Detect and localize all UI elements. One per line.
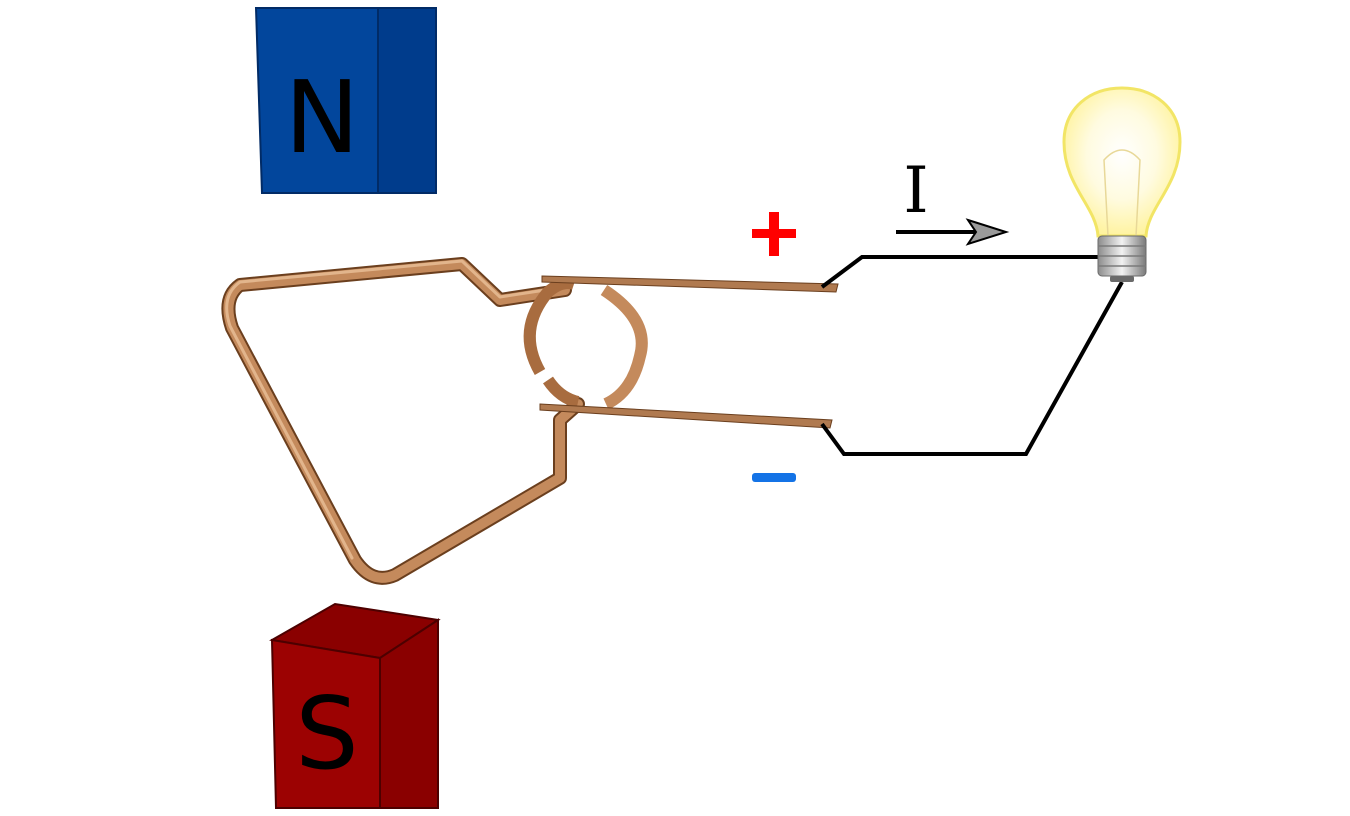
north-magnet: N <box>254 7 437 194</box>
commutator <box>523 277 648 410</box>
brush-leads <box>539 275 839 429</box>
commutator-lower-arc <box>543 376 580 408</box>
external-circuit <box>820 255 1124 456</box>
south-magnet-side-face <box>379 618 439 809</box>
south-magnet: S <box>269 602 441 809</box>
bulb-glass <box>1062 86 1182 238</box>
current-label: I <box>903 154 928 228</box>
coil-highlight <box>225 259 567 560</box>
north-pole-label: N <box>285 59 360 176</box>
top-brush <box>541 275 839 293</box>
south-pole-label: S <box>295 675 358 792</box>
north-magnet-side-face <box>377 7 437 194</box>
light-bulb-icon <box>1062 86 1182 282</box>
minus-icon <box>752 473 796 482</box>
armature-coil <box>221 257 585 585</box>
positive-wire <box>820 255 1100 289</box>
bulb-filament <box>1103 149 1141 237</box>
bottom-brush <box>539 403 833 429</box>
plus-icon <box>752 212 796 256</box>
arrow-right-icon <box>896 218 1010 246</box>
commutator-front-half <box>600 284 648 410</box>
negative-wire <box>820 281 1124 456</box>
